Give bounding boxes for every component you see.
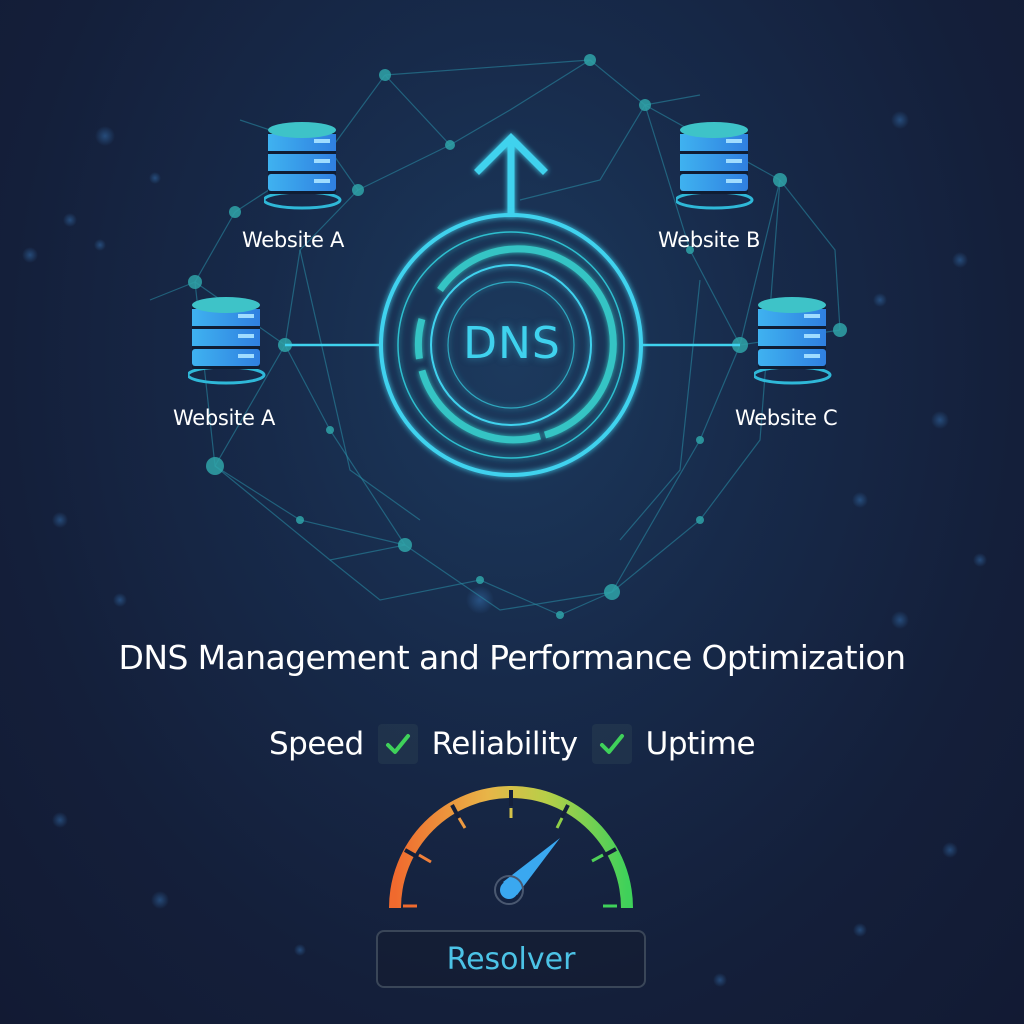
feature-reliability: Reliability — [377, 724, 578, 764]
upload-arrow-icon — [474, 133, 548, 216]
server-label-website-c: Website C — [735, 406, 838, 430]
dns-hub-label: DNS — [463, 318, 561, 369]
server-label-website-a-top: Website A — [242, 228, 345, 252]
feature-uptime: Uptime — [591, 724, 756, 764]
checkmark-icon — [591, 724, 632, 764]
feature-list: Speed Reliability Uptime — [0, 724, 1024, 764]
server-label-website-a-left: Website A — [173, 406, 276, 430]
feature-label: Uptime — [645, 726, 756, 762]
page-title: DNS Management and Performance Optimizat… — [118, 638, 906, 677]
feature-label: Reliability — [431, 726, 578, 762]
feature-speed: Speed — [269, 726, 364, 762]
feature-label: Speed — [268, 726, 364, 762]
server-label-website-b: Website B — [658, 228, 761, 252]
checkmark-icon — [377, 724, 418, 764]
resolver-button[interactable]: Resolver — [376, 930, 646, 988]
